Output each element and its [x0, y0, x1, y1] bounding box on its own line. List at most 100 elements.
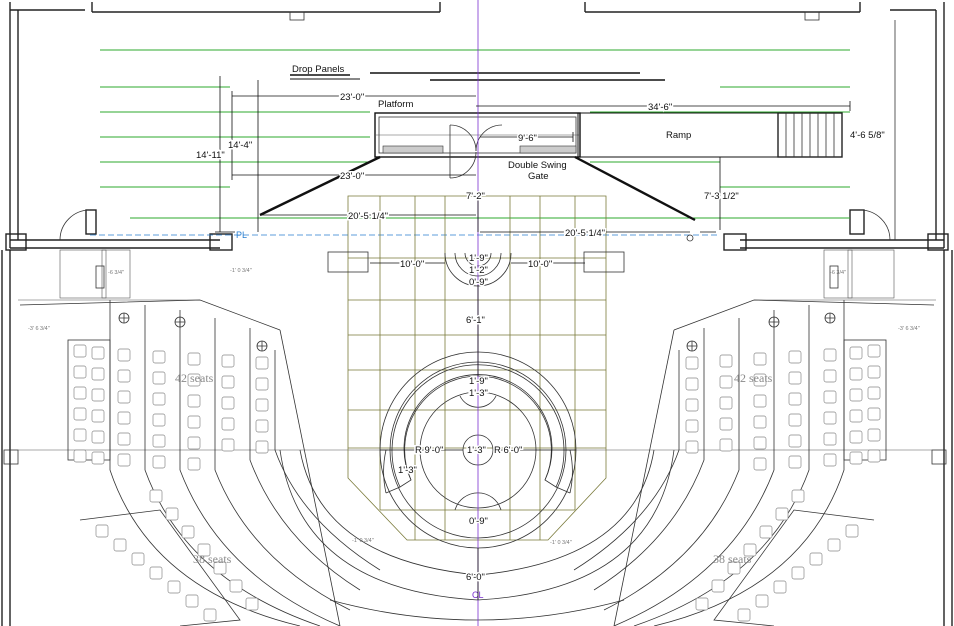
seat	[187, 415, 201, 429]
seat-count-left-upper: 42 seats	[175, 371, 214, 385]
seat	[91, 388, 105, 402]
seat	[727, 561, 741, 575]
dim-6-1: 6'-1"	[466, 315, 485, 326]
seat	[187, 352, 201, 366]
seat	[753, 436, 767, 450]
seat	[181, 525, 195, 539]
seat	[685, 356, 699, 370]
seat	[152, 350, 166, 364]
seat	[695, 597, 709, 611]
seat	[221, 417, 235, 431]
platform: Platform	[374, 99, 581, 158]
seat	[255, 440, 269, 454]
seat	[719, 375, 733, 389]
dim-4-6-58: 4'-6 5/8"	[850, 130, 885, 141]
seat	[117, 369, 131, 383]
dimension-lines	[215, 76, 851, 600]
dim-r6: R 6'-0"	[494, 445, 522, 456]
seat	[167, 580, 181, 594]
double-swing-gate: Double Swing Gate	[449, 124, 567, 182]
seat	[827, 538, 841, 552]
seat	[867, 344, 881, 358]
dim-23-0-low: 23'-0"	[340, 171, 364, 182]
seat	[849, 346, 863, 360]
dim-14-4: 14'-4"	[228, 140, 252, 151]
seat	[255, 398, 269, 412]
dim-1-9-mid: 1'-9"	[469, 376, 488, 387]
seat	[221, 354, 235, 368]
note-elev-7: -6 3/4"	[830, 270, 846, 276]
seat	[791, 566, 805, 580]
dim-1-3-mid: 1'-3"	[469, 388, 488, 399]
seat	[823, 453, 837, 467]
seat-count-left-lower: 38 seats	[193, 552, 232, 566]
seat	[849, 409, 863, 423]
seat-count-right-upper: 42 seats	[734, 371, 773, 385]
ramp: Ramp	[577, 112, 843, 158]
seat	[165, 507, 179, 521]
seat	[788, 392, 802, 406]
note-elev-5: -1' 0 3/4"	[550, 540, 572, 546]
seat	[845, 524, 859, 538]
gate-label-2: Gate	[528, 171, 549, 182]
seat	[753, 352, 767, 366]
seat-chairs	[73, 344, 881, 622]
seat	[91, 367, 105, 381]
seat	[221, 396, 235, 410]
dim-1-2: 1'-2"	[469, 265, 488, 276]
seat	[753, 394, 767, 408]
dim-14-11: 14'-11"	[196, 150, 225, 161]
seat	[867, 407, 881, 421]
seat	[867, 386, 881, 400]
dim-20-5-14-left: 20'-5 1/4"	[348, 211, 388, 222]
seat	[685, 398, 699, 412]
seat	[255, 356, 269, 370]
dim-9-6: 9'-6"	[518, 133, 537, 144]
seat	[753, 457, 767, 471]
seat	[73, 344, 87, 358]
drop-panels: Drop Panels	[290, 64, 665, 81]
seat	[73, 449, 87, 463]
batten-lines	[100, 49, 850, 219]
seat	[823, 390, 837, 404]
drop-panels-label: Drop Panels	[292, 64, 345, 75]
stage-edges	[90, 155, 720, 242]
seat	[773, 580, 787, 594]
seat	[117, 348, 131, 362]
seat	[719, 396, 733, 410]
seat	[867, 365, 881, 379]
seat	[788, 350, 802, 364]
seat	[823, 411, 837, 425]
aisle-posts	[118, 312, 836, 352]
seat	[152, 455, 166, 469]
dim-1-3-left: 1'-3"	[398, 465, 417, 476]
dim-1-3-center: 1'-3"	[467, 445, 486, 456]
dim-1-9-top: 1'-9"	[469, 253, 488, 264]
note-elev-4: -1' 0 3/4"	[352, 538, 374, 544]
seat	[753, 415, 767, 429]
dim-0-9-top: 0'-9"	[469, 277, 488, 288]
seat	[187, 436, 201, 450]
seat	[823, 348, 837, 362]
seat	[91, 409, 105, 423]
seat	[711, 579, 725, 593]
seat	[719, 354, 733, 368]
seat	[185, 594, 199, 608]
ramp-label: Ramp	[666, 130, 691, 141]
dim-0-9-bottom: 0'-9"	[469, 516, 488, 527]
seat	[95, 524, 109, 538]
seat	[255, 419, 269, 433]
seat	[131, 552, 145, 566]
pl-label: PL	[236, 230, 247, 240]
seat	[152, 413, 166, 427]
seat	[187, 394, 201, 408]
seat	[685, 440, 699, 454]
seat	[91, 346, 105, 360]
seat	[91, 430, 105, 444]
seat	[788, 434, 802, 448]
note-elev-2: -3' 6 3/4"	[28, 326, 50, 332]
center-grid	[327, 195, 625, 541]
note-elev-3: -3' 6 3/4"	[898, 326, 920, 332]
dim-6-0: 6'-0"	[466, 572, 485, 583]
